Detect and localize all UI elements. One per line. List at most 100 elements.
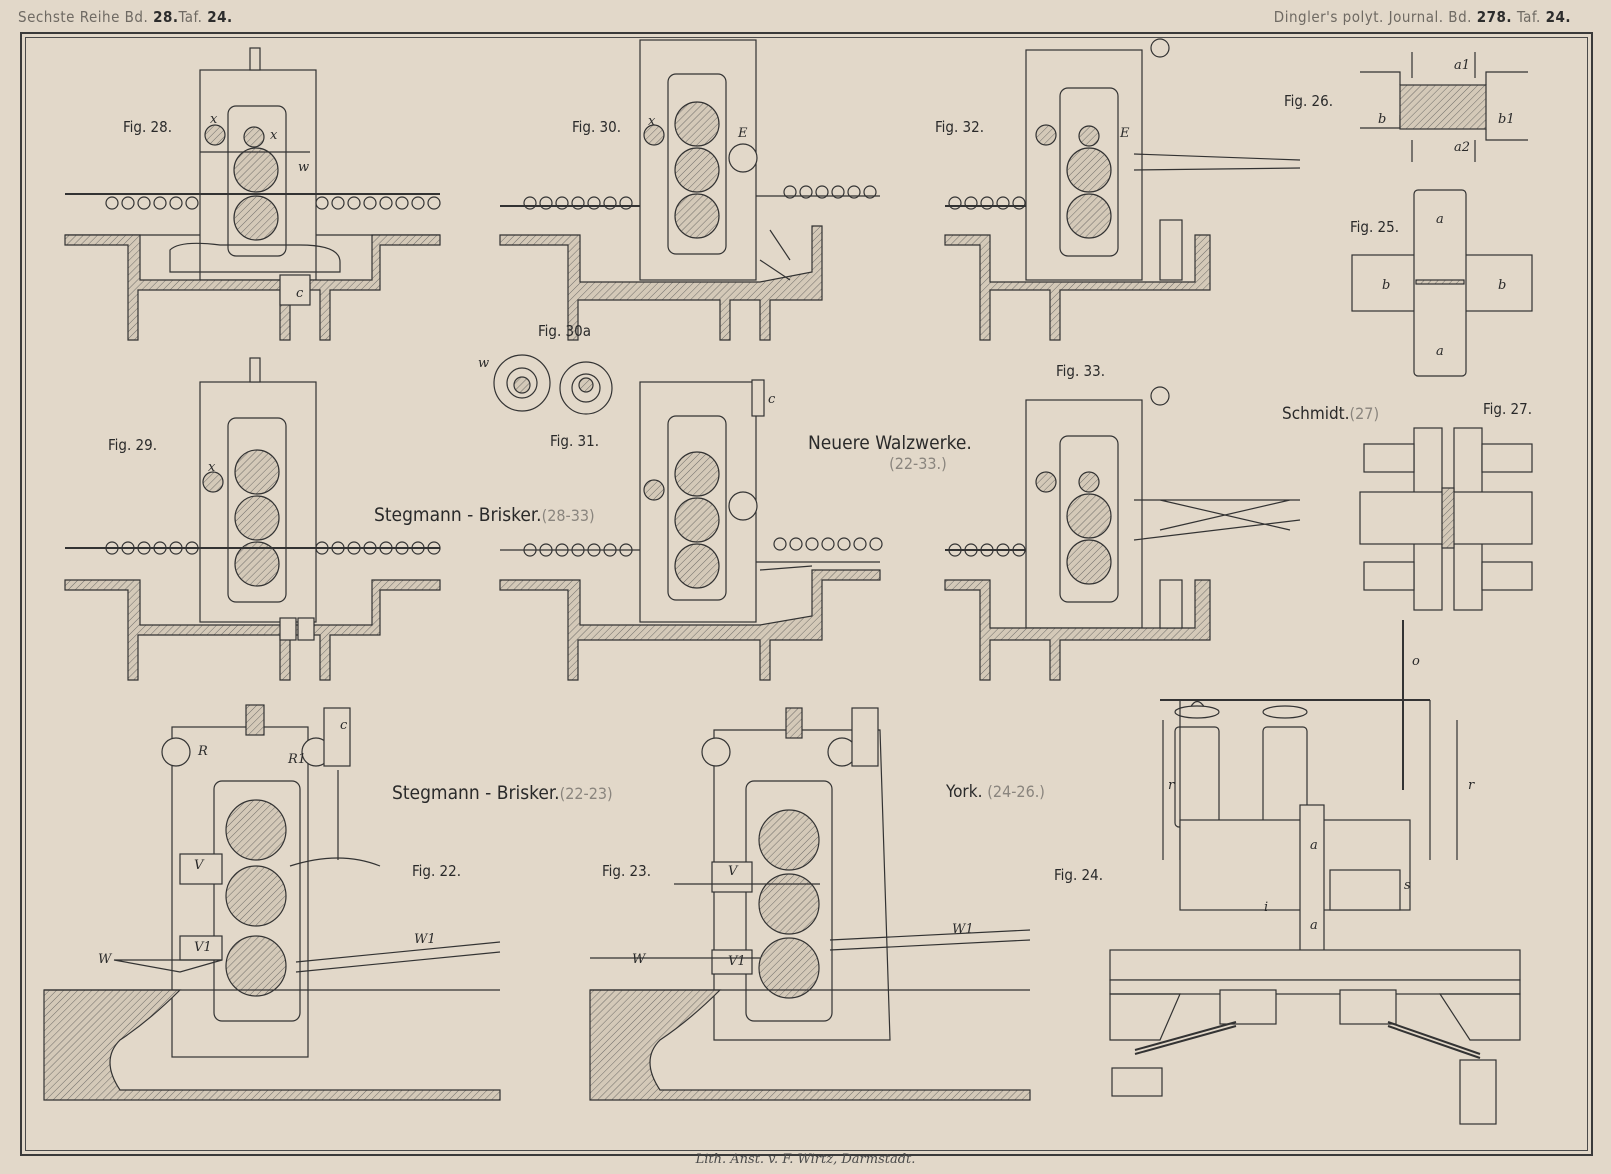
roller-table-roller [799, 185, 813, 199]
fig22-drawing [43, 704, 501, 1101]
title-neuere-walzwerke: Neuere Walzwerke. (22-33.) [808, 432, 972, 473]
roller-table-roller [1012, 543, 1026, 557]
roller-table-roller [315, 541, 329, 555]
fig27-drawing [1359, 427, 1533, 611]
roller-table-roller [427, 541, 441, 555]
fig28-part-x2: x [270, 128, 278, 143]
roller-table-roller [603, 543, 617, 557]
roller-table-roller [363, 196, 377, 210]
roller-table-roller [948, 196, 962, 210]
fig25-label: Fig. 25. [1350, 218, 1400, 236]
fig26-drawing [1360, 52, 1528, 162]
fig22-part-c: c [340, 718, 348, 733]
fig22-part-V: V [194, 858, 204, 873]
roller-table-roller [411, 196, 425, 210]
fig26-label: Fig. 26. [1284, 92, 1334, 110]
title-stegmann-brisker-upper: Stegmann - Brisker.(28-33) [374, 504, 595, 526]
fig32-label: Fig. 32. [935, 118, 985, 136]
fig24-part-a-lower: a [1310, 918, 1318, 933]
fig30-part-E: E [738, 126, 748, 141]
fig23-part-V1: V1 [728, 954, 746, 969]
roller-table-roller [603, 196, 617, 210]
roller-table-roller [121, 541, 135, 555]
roller-table-roller [587, 196, 601, 210]
roller-table-roller [315, 196, 329, 210]
roller-table-roller [996, 196, 1010, 210]
fig22-part-W1: W1 [414, 932, 436, 947]
fig31-label: Fig. 31. [550, 432, 600, 450]
fig28-part-x1: x [210, 112, 218, 127]
fig24-drawing [1109, 620, 1521, 1125]
fig28-part-c: c [296, 286, 304, 301]
fig26-part-a2: a2 [1454, 140, 1471, 155]
roller-table-roller [773, 537, 787, 551]
fig23-part-W1: W1 [952, 922, 974, 937]
fig24-label: Fig. 24. [1054, 866, 1104, 884]
fig23-label: Fig. 23. [602, 862, 652, 880]
roller-table-roller [847, 185, 861, 199]
fig26-part-b1: b1 [1498, 112, 1515, 127]
fig25-part-b-left: b [1382, 278, 1391, 293]
fig23-part-W: W [632, 952, 646, 967]
roller-table-roller [539, 196, 553, 210]
roller-table-roller [555, 543, 569, 557]
roller-table-roller [121, 196, 135, 210]
roller-table-roller [331, 196, 345, 210]
roller-table-roller [395, 196, 409, 210]
fig30a-part-w: w [478, 356, 490, 371]
roller-table-roller [869, 537, 883, 551]
roller-table-roller [105, 196, 119, 210]
fig25-part-a-bottom: a [1436, 344, 1444, 359]
roller-table-roller [619, 196, 633, 210]
fig30-part-x: x [648, 114, 656, 129]
roller-table-roller [347, 196, 361, 210]
fig31-part-c: c [768, 392, 776, 407]
fig30-drawing [499, 39, 880, 341]
roller-table-roller [331, 541, 345, 555]
roller-table-roller [539, 543, 553, 557]
roller-table-roller [137, 196, 151, 210]
roller-table-roller [815, 185, 829, 199]
fig25-part-b-right: b [1498, 278, 1507, 293]
roller-table-roller [571, 196, 585, 210]
fig24-part-r-left: r [1168, 778, 1175, 793]
fig23-part-V: V [728, 864, 738, 879]
fig26-part-b: b [1378, 112, 1387, 127]
roller-table-roller [964, 543, 978, 557]
roller-table-roller [571, 543, 585, 557]
title-schmidt: Schmidt.(27) [1282, 404, 1380, 424]
fig24-part-r-right: r [1468, 778, 1475, 793]
title-stegmann-brisker-lower: Stegmann - Brisker.(22-23) [392, 782, 613, 804]
fig23-drawing [589, 707, 1031, 1101]
roller-table-roller [523, 543, 537, 557]
fig24-part-s: s [1404, 878, 1411, 893]
roller-table-roller [831, 185, 845, 199]
lithographer-credit: Lith. Anst. v. F. Wirtz, Darmstadt. [695, 1152, 916, 1167]
fig32-drawing [944, 38, 1301, 341]
fig30a-drawing [493, 354, 613, 415]
roller-table-roller [169, 196, 183, 210]
header-right: Dingler's polyt. Journal. Bd. 278. Taf. … [1273, 8, 1571, 26]
roller-table-roller [347, 541, 361, 555]
roller-table-roller [837, 537, 851, 551]
roller-table-roller [427, 196, 441, 210]
roller-table-roller [153, 541, 167, 555]
fig22-part-W: W [98, 952, 112, 967]
fig30a-label: Fig. 30a [538, 322, 591, 340]
roller-table-roller [789, 537, 803, 551]
roller-table-roller [863, 185, 877, 199]
fig25-part-a-top: a [1436, 212, 1444, 227]
roller-table-roller [185, 541, 199, 555]
fig29-label: Fig. 29. [108, 436, 158, 454]
roller-table-roller [105, 541, 119, 555]
roller-table-roller [619, 543, 633, 557]
roller-table-roller [853, 537, 867, 551]
fig28-drawing [64, 47, 441, 341]
roller-table-roller [805, 537, 819, 551]
roller-table-roller [996, 543, 1010, 557]
title-york: York. (24-26.) [946, 782, 1045, 802]
roller-table-roller [964, 196, 978, 210]
roller-table-roller [821, 537, 835, 551]
fig30-label: Fig. 30. [572, 118, 622, 136]
